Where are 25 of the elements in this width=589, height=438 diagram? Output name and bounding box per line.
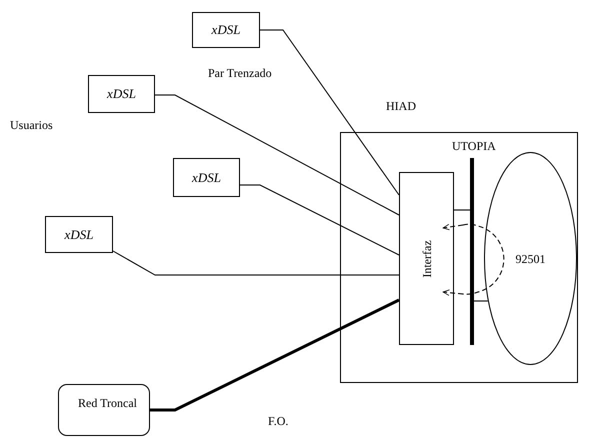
node-label: 92501 <box>516 251 546 266</box>
ellipse-node <box>484 152 577 365</box>
text-label: Usuarios <box>10 118 53 132</box>
modem-box <box>45 216 113 253</box>
modem-box <box>192 12 260 48</box>
node-label: xDSL <box>192 170 221 186</box>
heading: UTOPIA <box>452 139 496 154</box>
node-label: Interfaz <box>419 240 434 278</box>
node-label: Red Troncal <box>78 395 138 412</box>
connector-line <box>150 298 400 412</box>
connector-line <box>474 300 488 302</box>
connector-line <box>154 94 400 216</box>
network-box <box>58 384 150 436</box>
modem-box <box>173 158 240 197</box>
connector-line <box>112 250 400 276</box>
connector-line <box>260 30 400 196</box>
node-label: xDSL <box>107 86 136 102</box>
modem-box <box>88 75 155 113</box>
node-label: xDSL <box>64 226 94 242</box>
interface-box <box>399 172 454 345</box>
connector-line <box>240 184 400 256</box>
heading: HIAD <box>386 99 416 114</box>
node-label: xDSL <box>212 22 240 38</box>
text-label: Par Trenzado <box>208 66 272 80</box>
text-label: F.O. <box>268 414 288 428</box>
